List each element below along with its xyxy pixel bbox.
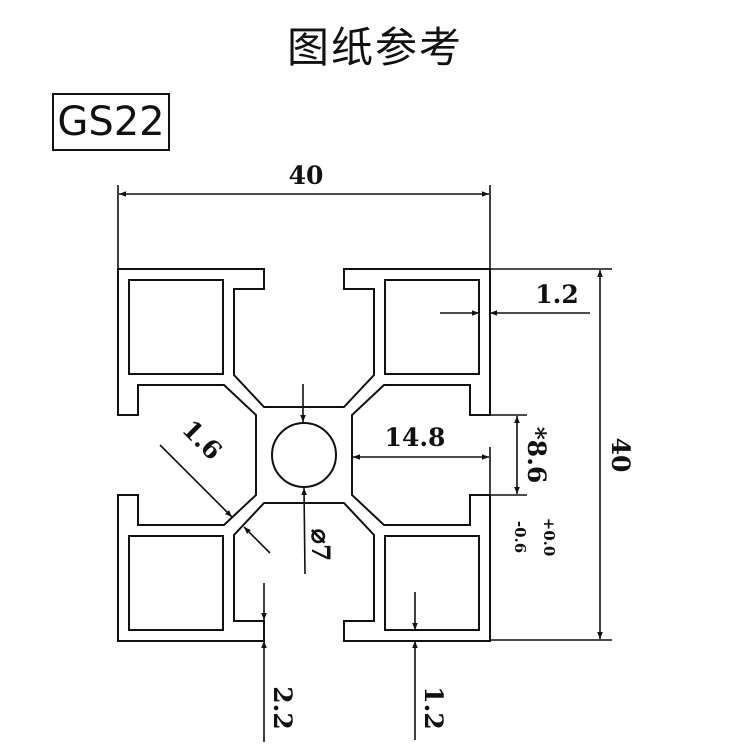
slot-depth-label: 14.8 — [385, 423, 446, 452]
hole-dimension-line — [301, 487, 307, 575]
slot-width-label: *8.6 — [522, 427, 551, 484]
page-title: 图纸参考 — [286, 23, 463, 72]
top-wall-label: 1.2 — [535, 280, 579, 309]
chamber — [384, 535, 480, 631]
chamber — [128, 535, 224, 631]
slot-tolerance-minus: -0.6 — [511, 521, 529, 553]
chamber — [128, 279, 224, 375]
model-label: GS22 — [52, 93, 170, 151]
hollow-chambers — [128, 279, 480, 631]
slot-tolerance-plus: +0.0 — [540, 518, 558, 557]
lip-thickness-label: 2.2 — [268, 686, 297, 730]
web-dimension-line — [243, 526, 271, 554]
web-thickness-label: 1.6 — [176, 414, 227, 465]
bottom-wall-label: 1.2 — [419, 686, 448, 730]
profile-outline — [117, 268, 491, 642]
width-label: 40 — [289, 161, 324, 190]
web-dimension-line — [159, 444, 233, 518]
chamber — [384, 279, 480, 375]
height-label: 40 — [606, 438, 635, 473]
hole-diameter-label: ⌀7 — [306, 529, 335, 561]
center-hole — [271, 422, 337, 488]
